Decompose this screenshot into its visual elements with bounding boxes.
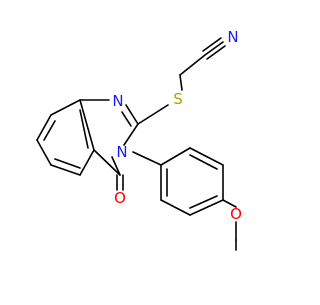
bond-n1-c2-inner	[121, 111, 132, 127]
bond-c6-c5-inner	[54, 158, 81, 169]
bond-ch2-cn	[179, 54, 206, 76]
bond-ar4-o	[222, 199, 237, 208]
bond-c2-n3	[123, 123, 139, 146]
bond-n1-c2	[125, 104, 139, 125]
bond-s-ch2	[179, 74, 183, 91]
bond-ar2-ar3-inner	[189, 154, 218, 170]
bond-c5-c4a	[79, 149, 95, 176]
bond-c4a-c8a	[79, 99, 95, 151]
bond-c2-s	[137, 104, 169, 125]
bond-c8a-c8	[50, 99, 81, 116]
bond-c8-c7	[36, 114, 52, 141]
atom-n1: N	[112, 92, 123, 110]
structure-svg: N N S O O N	[36, 28, 242, 251]
bond-ar4-ar5	[189, 199, 224, 216]
bonds	[36, 37, 237, 251]
bond-cn-triple-1	[204, 41, 224, 56]
atom-s: S	[173, 90, 183, 108]
bond-c8-c7-inner	[43, 120, 56, 141]
bond-ar5-ar6	[160, 199, 191, 216]
bond-ar4-ar5-inner	[189, 195, 218, 209]
bond-cn-triple-2	[202, 37, 222, 52]
molecule-diagram: N N S O O N	[36, 28, 242, 251]
atom-n3: N	[116, 143, 127, 161]
bond-n3-aryl	[132, 151, 162, 166]
bond-c6-c5	[50, 164, 81, 176]
atom-labels: N N S O O N	[112, 28, 242, 223]
atom-o-carbonyl: O	[114, 189, 126, 207]
atom-o-methoxy: O	[230, 205, 242, 223]
bond-ar1-ar2	[160, 147, 191, 166]
atom-n-nitrile: N	[227, 28, 238, 46]
bond-ar2-ar3	[189, 147, 224, 166]
bond-c4a-c8a-inner	[79, 109, 89, 149]
bond-n3-c4	[111, 156, 121, 176]
bond-cn-triple-3	[206, 45, 226, 60]
bond-c4-c4a	[93, 149, 121, 176]
bond-c7-c6	[36, 139, 52, 166]
